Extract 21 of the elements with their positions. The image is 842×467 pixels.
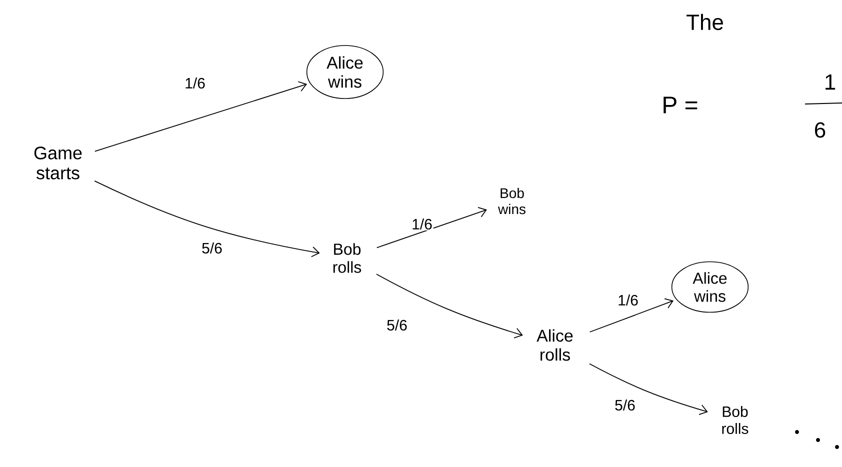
note-text: P = [664,96,698,114]
edge-label: 1/6 [410,218,434,231]
edge-label: 5/6 [386,318,408,332]
arrow [589,298,674,332]
arrow [589,363,708,416]
note-text: 6 [815,122,826,138]
edge-label: 5/6 [200,242,224,255]
state-text: Alice rolls [536,329,573,361]
state-text: Bob rolls [722,406,748,434]
arrow [376,207,487,248]
edge-label: 5/6 [614,398,636,412]
state-text: Bob rolls [333,243,362,273]
arrow [94,180,320,258]
state-text: Game starts [34,146,82,180]
state-text: Bob wins [498,188,526,214]
edge-label: 1/6 [616,294,640,307]
note-text: The [686,14,723,30]
note-text: 1 [826,74,836,90]
arrow [94,81,308,152]
arrow [376,274,523,338]
edge-label: 1/6 [184,76,206,90]
